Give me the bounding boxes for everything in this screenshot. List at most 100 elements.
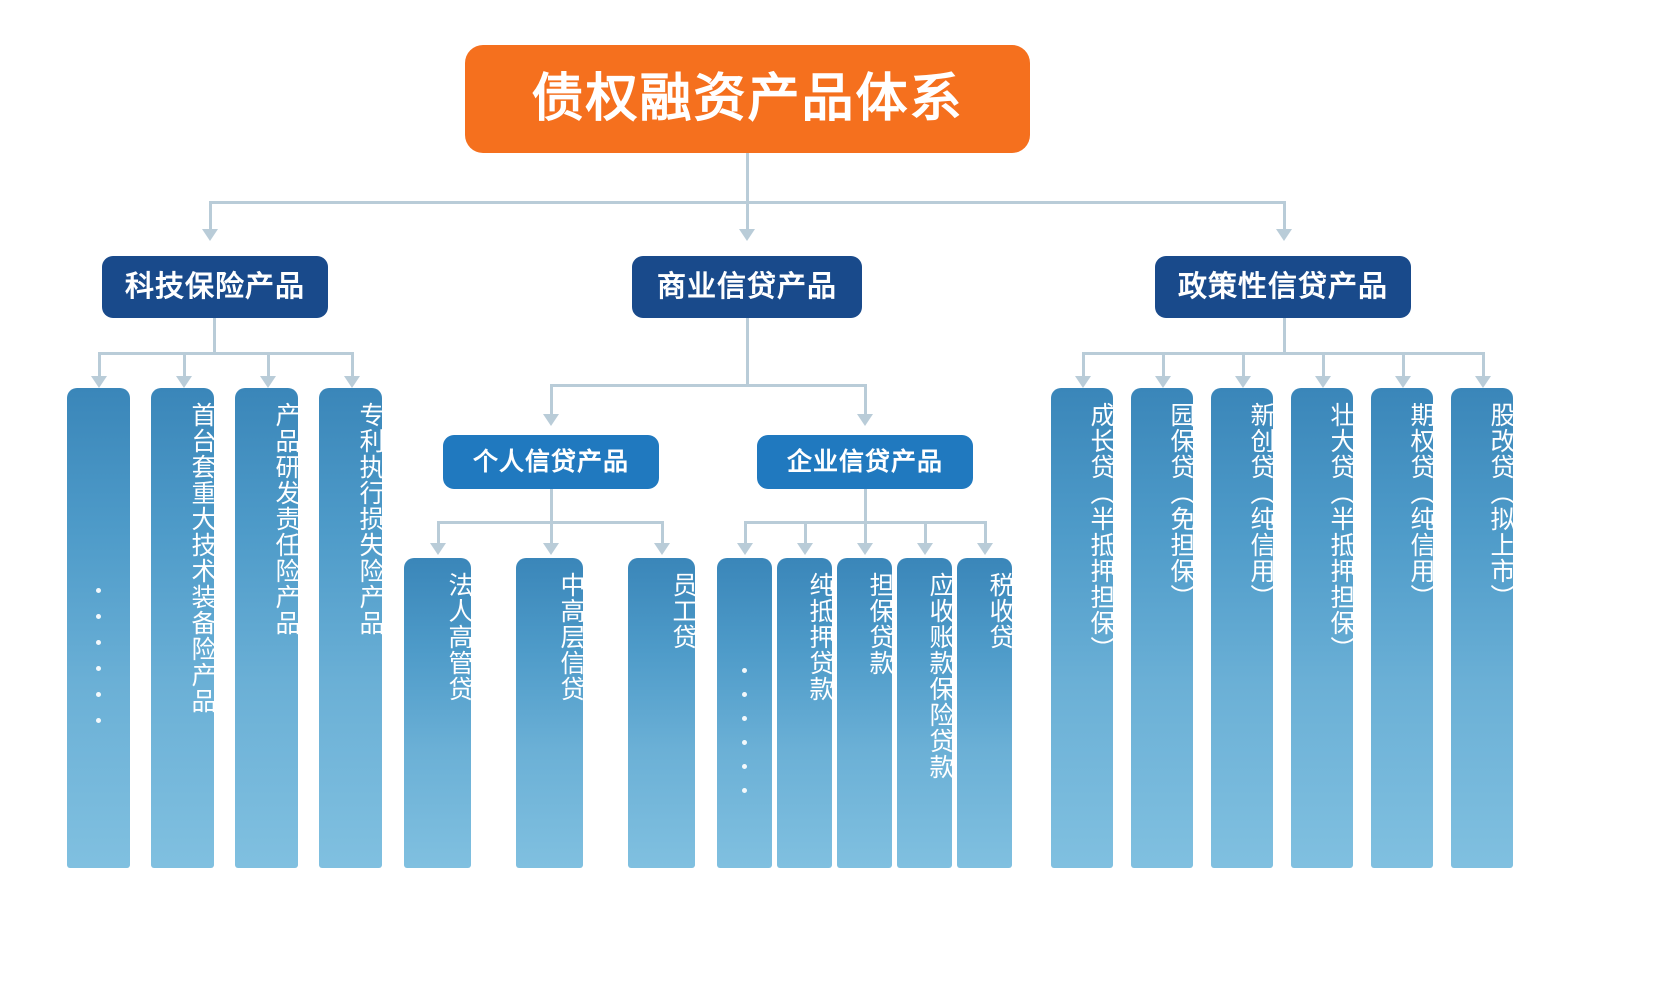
connector-insurance-stem	[213, 318, 216, 352]
connector-ins-drop-3	[351, 352, 354, 378]
leaf-insurance-2[interactable]: 产品研发责任险产品	[235, 388, 298, 868]
leaf-personal-0[interactable]: 法人高管贷	[404, 558, 471, 868]
connector-drop-commercial	[746, 201, 749, 231]
arrow-per-0	[430, 543, 446, 555]
leaf-personal-1[interactable]: 中高层信贷	[516, 558, 583, 868]
node-commercial-credit[interactable]: 商业信贷产品	[632, 256, 862, 318]
leaf-policy-1[interactable]: 园保贷（免担保）	[1131, 388, 1193, 868]
leaf-insurance-1-label: 首台套重大技术装备险产品	[188, 402, 214, 714]
arrow-ent-0	[737, 543, 753, 555]
connector-policy-stem	[1283, 318, 1286, 352]
arrow-ins-0	[91, 376, 107, 388]
connector-drop-policy	[1283, 201, 1286, 231]
leaf-personal-2-label: 员工贷	[669, 572, 695, 650]
node-insurance-label: 科技保险产品	[124, 270, 305, 303]
node-enterprise-credit[interactable]: 企业信贷产品	[757, 435, 973, 489]
arrow-insurance	[202, 229, 218, 241]
leaf-policy-4[interactable]: 期权贷（纯信用）	[1371, 388, 1433, 868]
arrow-ent-4	[977, 543, 993, 555]
connector-pol-drop-1	[1162, 352, 1165, 378]
leaf-enterprise-3-label: 应收账款保险贷款	[926, 572, 952, 780]
leaf-personal-1-label: 中高层信贷	[557, 572, 583, 702]
ellipsis-dots	[717, 668, 772, 793]
leaf-policy-0[interactable]: 成长贷（半抵押担保）	[1051, 388, 1113, 868]
arrow-pol-1	[1155, 376, 1171, 388]
connector-insurance-bus	[99, 352, 353, 355]
arrow-ent-3	[917, 543, 933, 555]
leaf-policy-5[interactable]: 股改贷（拟上市）	[1451, 388, 1513, 868]
leaf-policy-4-label: 期权贷（纯信用）	[1407, 402, 1433, 610]
leaf-enterprise-4[interactable]: 税收贷	[957, 558, 1012, 868]
node-policy-label: 政策性信贷产品	[1177, 270, 1388, 303]
leaf-policy-2[interactable]: 新创贷（纯信用）	[1211, 388, 1273, 868]
arrow-commercial	[739, 229, 755, 241]
leaf-enterprise-4-label: 税收贷	[986, 572, 1012, 650]
connector-ent-drop-2	[864, 521, 867, 545]
connector-ins-drop-0	[98, 352, 101, 378]
connector-pol-drop-4	[1402, 352, 1405, 378]
leaf-insurance-ellipsis[interactable]	[67, 388, 130, 868]
node-enterprise-label: 企业信贷产品	[786, 447, 943, 476]
arrow-pol-4	[1395, 376, 1411, 388]
connector-ent-drop-0	[744, 521, 747, 545]
leaf-policy-1-label: 园保贷（免担保）	[1167, 402, 1193, 610]
connector-per-drop-1	[550, 521, 553, 545]
connector-ins-drop-1	[183, 352, 186, 378]
leaf-enterprise-1-label: 纯抵押贷款	[806, 572, 832, 702]
connector-pol-drop-2	[1242, 352, 1245, 378]
arrow-ins-1	[176, 376, 192, 388]
leaf-enterprise-2-label: 担保贷款	[866, 572, 892, 676]
connector-commercial-stem	[746, 318, 749, 384]
leaf-policy-2-label: 新创贷（纯信用）	[1247, 402, 1273, 610]
connector-enterprise-stem	[864, 489, 867, 521]
leaf-insurance-2-label: 产品研发责任险产品	[272, 402, 298, 636]
connector-per-drop-0	[437, 521, 440, 545]
leaf-personal-2[interactable]: 员工贷	[628, 558, 695, 868]
arrow-pol-3	[1315, 376, 1331, 388]
arrow-per-1	[543, 543, 559, 555]
leaf-enterprise-ellipsis[interactable]	[717, 558, 772, 868]
arrow-policy	[1276, 229, 1292, 241]
connector-policy-bus	[1083, 352, 1483, 355]
connector-pol-drop-3	[1322, 352, 1325, 378]
connector-per-drop-2	[661, 521, 664, 545]
node-insurance-products[interactable]: 科技保险产品	[102, 256, 328, 318]
root-node-label: 债权融资产品体系	[531, 70, 964, 128]
leaf-enterprise-3[interactable]: 应收账款保险贷款	[897, 558, 952, 868]
arrow-per-2	[654, 543, 670, 555]
connector-ent-drop-3	[924, 521, 927, 545]
leaf-policy-3[interactable]: 壮大贷（半抵押担保）	[1291, 388, 1353, 868]
node-personal-credit[interactable]: 个人信贷产品	[443, 435, 659, 489]
node-policy-credit[interactable]: 政策性信贷产品	[1155, 256, 1411, 318]
leaf-enterprise-2[interactable]: 担保贷款	[837, 558, 892, 868]
leaf-policy-0-label: 成长贷（半抵押担保）	[1087, 402, 1113, 662]
connector-ins-drop-2	[267, 352, 270, 378]
leaf-policy-5-label: 股改贷（拟上市）	[1487, 402, 1513, 610]
leaf-personal-0-label: 法人高管贷	[445, 572, 471, 702]
arrow-ent-1	[797, 543, 813, 555]
arrow-ent-2	[857, 543, 873, 555]
connector-commercial-bus	[551, 384, 867, 387]
node-commercial-label: 商业信贷产品	[656, 270, 837, 303]
arrow-pol-2	[1235, 376, 1251, 388]
connector-root-stem	[746, 153, 749, 201]
connector-ent-drop-4	[984, 521, 987, 545]
arrow-pol-0	[1075, 376, 1091, 388]
ellipsis-dots	[67, 588, 130, 723]
leaf-enterprise-1[interactable]: 纯抵押贷款	[777, 558, 832, 868]
connector-ent-drop-1	[804, 521, 807, 545]
root-node-debt-financing[interactable]: 债权融资产品体系	[465, 45, 1030, 153]
leaf-insurance-1[interactable]: 首台套重大技术装备险产品	[151, 388, 214, 868]
arrow-pol-5	[1475, 376, 1491, 388]
arrow-ins-3	[344, 376, 360, 388]
connector-com-drop-enterprise	[864, 384, 867, 416]
leaf-insurance-3[interactable]: 专利执行损失险产品	[319, 388, 382, 868]
connector-com-drop-personal	[550, 384, 553, 416]
connector-personal-stem	[550, 489, 553, 521]
arrow-ins-2	[260, 376, 276, 388]
node-personal-label: 个人信贷产品	[472, 447, 629, 476]
leaf-policy-3-label: 壮大贷（半抵押担保）	[1327, 402, 1353, 662]
leaf-insurance-3-label: 专利执行损失险产品	[356, 402, 382, 636]
connector-pol-drop-5	[1482, 352, 1485, 378]
